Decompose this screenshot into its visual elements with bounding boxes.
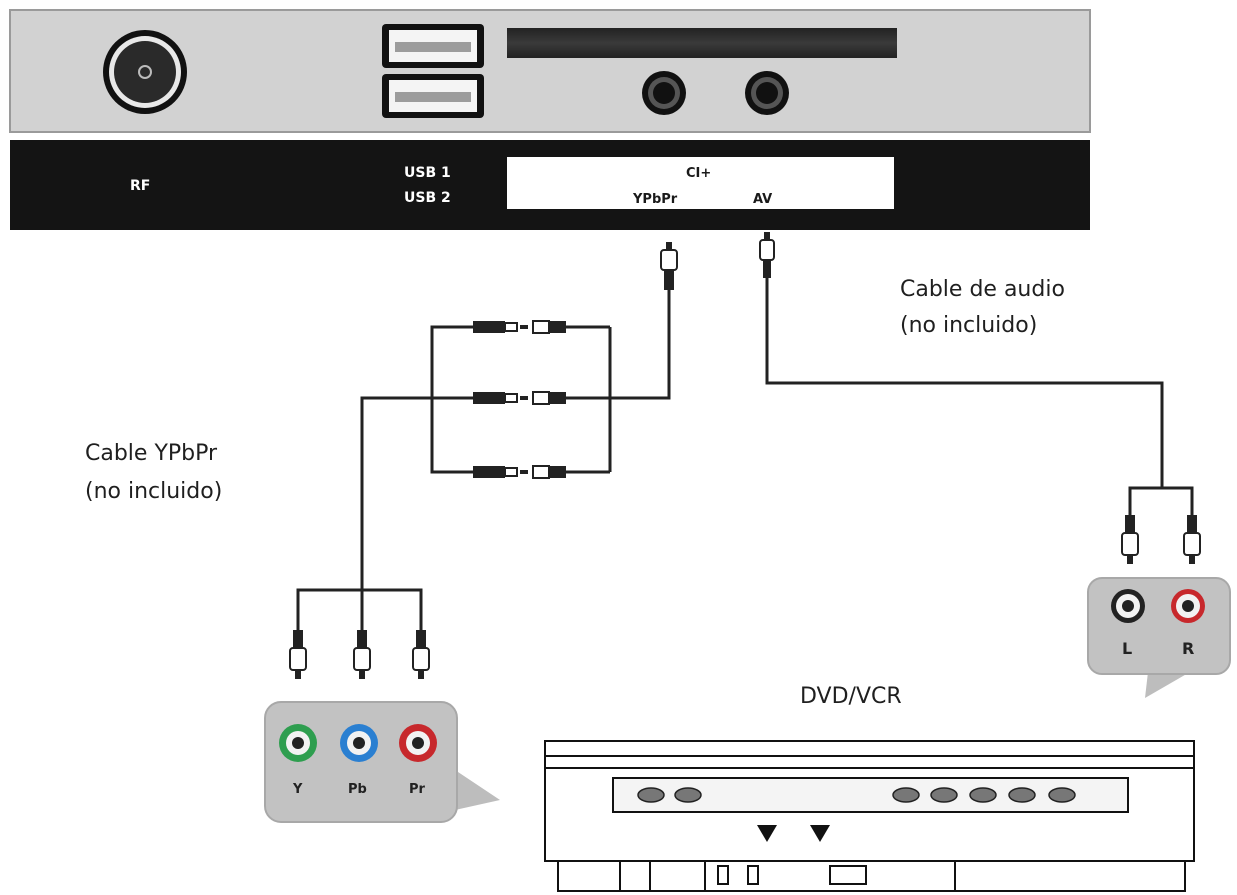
audio-cable xyxy=(759,232,1201,564)
ci-label: CI+ xyxy=(686,166,711,181)
dvd-vcr-device-icon xyxy=(544,740,1195,892)
ypbpr-port-label: YPbPr xyxy=(632,192,678,207)
rca-plug-r-icon xyxy=(1183,515,1201,564)
rca-plug-pr-icon xyxy=(412,630,430,679)
usb1-label: USB 1 xyxy=(404,165,451,181)
tv-rear-panel xyxy=(9,9,1091,133)
usb1-port-icon xyxy=(382,24,484,68)
adapter-row-2-icon xyxy=(473,391,566,405)
audio-cable-caption-line1: Cable de audio xyxy=(900,277,1065,302)
jack-pb-icon xyxy=(340,724,378,762)
av-minijack-icon xyxy=(745,71,789,115)
component-jacks-callout: Y Pb Pr xyxy=(264,701,500,823)
jack-pr-label: Pr xyxy=(409,782,426,797)
jack-pr-icon xyxy=(399,724,437,762)
av-port-label: AV xyxy=(753,192,772,207)
audio-jacks-callout: L R xyxy=(1087,577,1231,698)
rf-label: RF xyxy=(130,178,150,194)
rca-plug-y-icon xyxy=(289,630,307,679)
rf-port-icon xyxy=(103,30,187,114)
usb2-port-icon xyxy=(382,74,484,118)
jack-y-label: Y xyxy=(292,782,303,797)
rca-plug-pb-icon xyxy=(353,630,371,679)
ypbpr-cable-caption-line2: (no incluido) xyxy=(85,479,222,504)
rca-plug-l-icon xyxy=(1121,515,1139,564)
adapter-row-3-icon xyxy=(473,465,566,479)
jack-y-icon xyxy=(279,724,317,762)
port-label-strip: RF USB 1 USB 2 CI+ YPbPr AV xyxy=(10,140,1090,230)
ypbpr-minijack-icon xyxy=(642,71,686,115)
adapter-row-1-icon xyxy=(473,320,566,334)
jack-l-label: L xyxy=(1122,639,1132,658)
jack-l-icon xyxy=(1111,589,1145,623)
usb2-label: USB 2 xyxy=(404,190,451,206)
ypbpr-cable-caption-line1: Cable YPbPr xyxy=(85,441,218,466)
audio-cable-caption-line2: (no incluido) xyxy=(900,313,1037,338)
jack-r-label: R xyxy=(1182,639,1194,658)
device-label: DVD/VCR xyxy=(800,684,902,709)
jack-r-icon xyxy=(1171,589,1205,623)
ypbpr-cable xyxy=(289,242,678,679)
jack-pb-label: Pb xyxy=(348,782,367,797)
ci-slot-icon xyxy=(507,28,897,58)
